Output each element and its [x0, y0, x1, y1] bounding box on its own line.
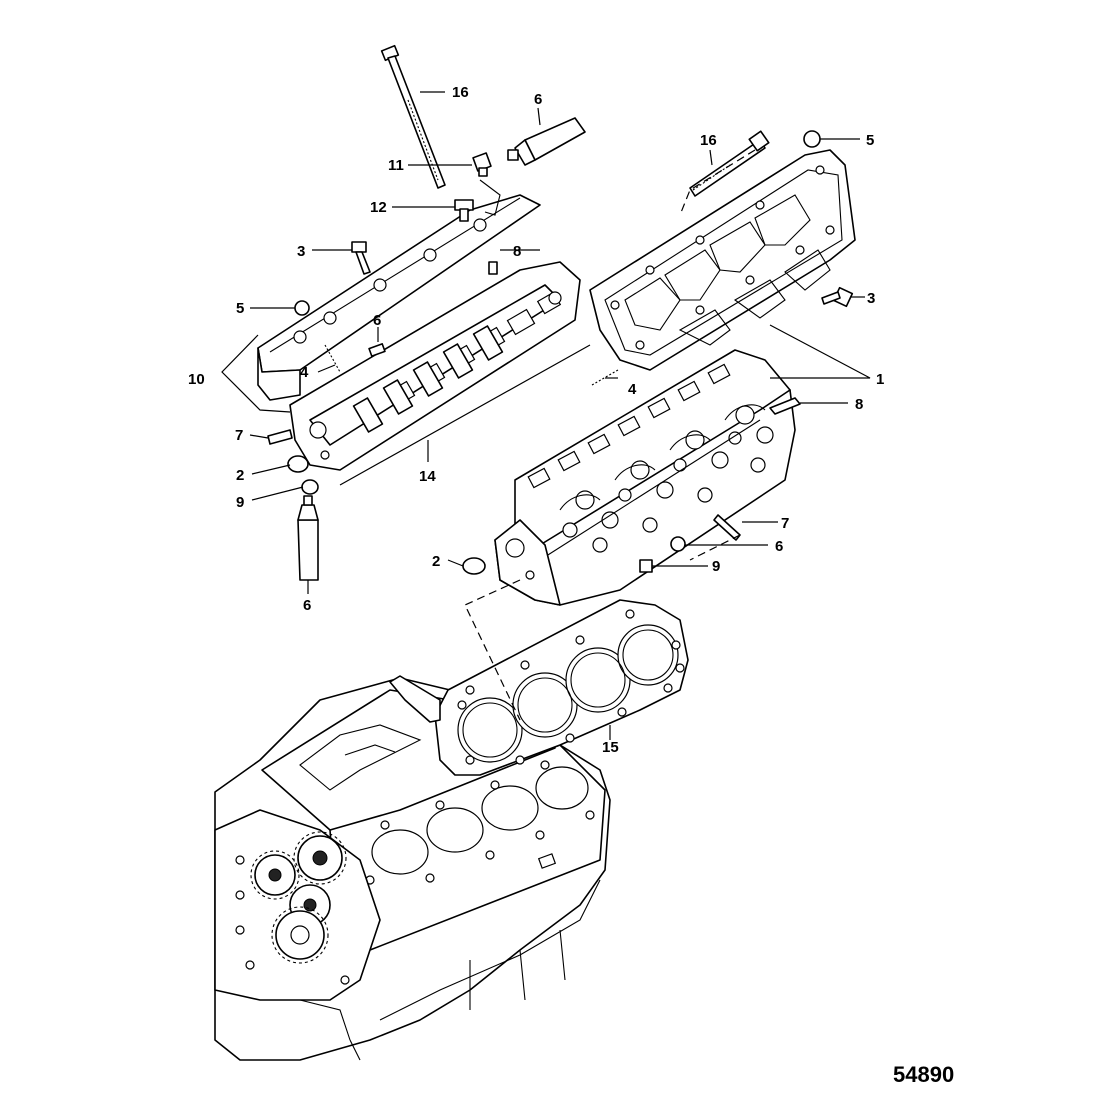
plug-2-right [462, 557, 486, 575]
alignment-line-stud [689, 534, 741, 561]
valve-cover-gasket-strip [339, 344, 591, 486]
stud-7-right [713, 514, 741, 541]
cam-carrier-right [589, 149, 856, 371]
callout-7-right-stud: 7 [781, 515, 789, 532]
head-bolt-right [689, 130, 770, 197]
pin-6-left [368, 343, 386, 357]
callout-15: 15 [602, 739, 619, 756]
callout-labels: 16 6 11 12 16 5 3 8 5 3 6 10 4 1 4 8 7 1… [188, 84, 884, 756]
alignment-line-gasket [464, 579, 521, 721]
cylinder-head-left [289, 261, 581, 471]
callout-4-right-spring: 4 [628, 381, 637, 398]
head-gasket [389, 599, 689, 776]
plug-9-left [301, 479, 319, 495]
callout-7-left-stud: 7 [235, 427, 243, 444]
pin-6-right [670, 536, 686, 552]
callout-9-left-plug: 9 [236, 494, 244, 511]
fitting-11 [472, 152, 492, 177]
callout-6-right-pin: 6 [775, 538, 783, 555]
leader-lines [221, 91, 871, 740]
plug-9-right [639, 559, 653, 573]
callout-3-right-bolt: 3 [867, 290, 875, 307]
nut-5-right [803, 130, 821, 148]
sealant-tube-bottom [297, 495, 319, 581]
callout-5-left-nut: 5 [236, 300, 244, 317]
callout-8-left-dowel: 8 [513, 243, 521, 260]
sealant-tube-top [507, 117, 586, 166]
callout-6-bottom-tube: 6 [303, 597, 311, 614]
callout-2-left-plug: 2 [236, 467, 244, 484]
stud-7-left [267, 429, 293, 445]
alignment-line-right-bolt [679, 149, 756, 216]
callout-10: 10 [188, 371, 205, 388]
callout-5-right-nut: 5 [866, 132, 874, 149]
callout-12: 12 [370, 199, 387, 216]
callout-3-left-bolt: 3 [297, 243, 305, 260]
spring-4-left [324, 344, 341, 373]
callout-11: 11 [388, 157, 404, 174]
callout-16-left-bolt: 16 [452, 84, 469, 101]
bolt-3-right [821, 286, 854, 308]
callout-8-right-dowel: 8 [855, 396, 863, 413]
callout-14: 14 [419, 468, 436, 485]
cam-carrier-left [257, 179, 541, 401]
nut-5-left [294, 300, 310, 316]
bolt-3-left [351, 241, 371, 275]
dowel-8-left [488, 261, 498, 275]
plug-2-left [287, 455, 309, 473]
callout-6-top-tube: 6 [534, 91, 542, 108]
callout-9-right-plug: 9 [712, 558, 720, 575]
cylinder-head-right [494, 349, 796, 606]
dowel-8-right [769, 397, 801, 415]
callout-2-right-plug: 2 [432, 553, 440, 570]
figure-number: 54890 [893, 1062, 954, 1087]
callout-16-right-bolt: 16 [700, 132, 717, 149]
head-bolt-left [380, 44, 446, 189]
callout-1: 1 [876, 371, 884, 388]
sensor-12 [454, 199, 474, 222]
callout-6-left-pin: 6 [373, 312, 381, 329]
spring-4-right [591, 369, 619, 386]
callout-4-left-spring: 4 [300, 364, 309, 381]
